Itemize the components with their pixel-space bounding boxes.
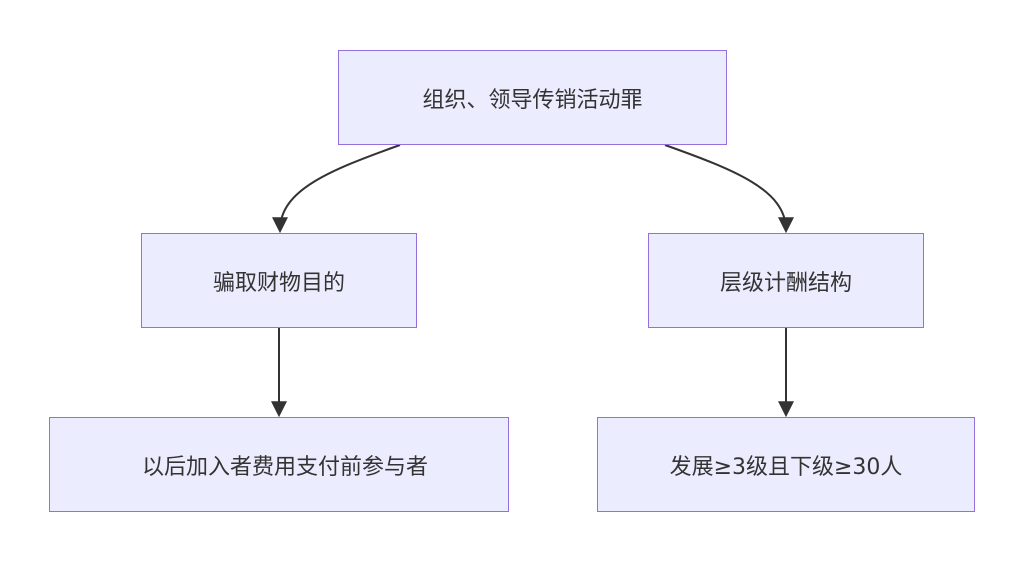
node-fraud-purpose: 骗取财物目的 (141, 233, 417, 328)
node-tier-structure: 层级计酬结构 (648, 233, 924, 328)
node-scale-threshold: 发展≥3级且下级≥30人 (597, 417, 975, 512)
node-tier-structure-label: 层级计酬结构 (719, 270, 852, 296)
edge-root-to-fraud-purpose (272, 144, 401, 234)
node-crime-title-label: 组织、领导传销活动罪 (422, 87, 643, 113)
node-payment-order: 以后加入者费用支付前参与者 (49, 417, 509, 512)
node-crime-title: 组织、领导传销活动罪 (338, 50, 727, 145)
node-payment-order-label: 以后加入者费用支付前参与者 (141, 454, 428, 480)
edge-root-to-tier-structure (664, 144, 794, 234)
node-scale-threshold-label: 发展≥3级且下级≥30人 (669, 454, 903, 480)
node-fraud-purpose-label: 骗取财物目的 (212, 270, 345, 296)
